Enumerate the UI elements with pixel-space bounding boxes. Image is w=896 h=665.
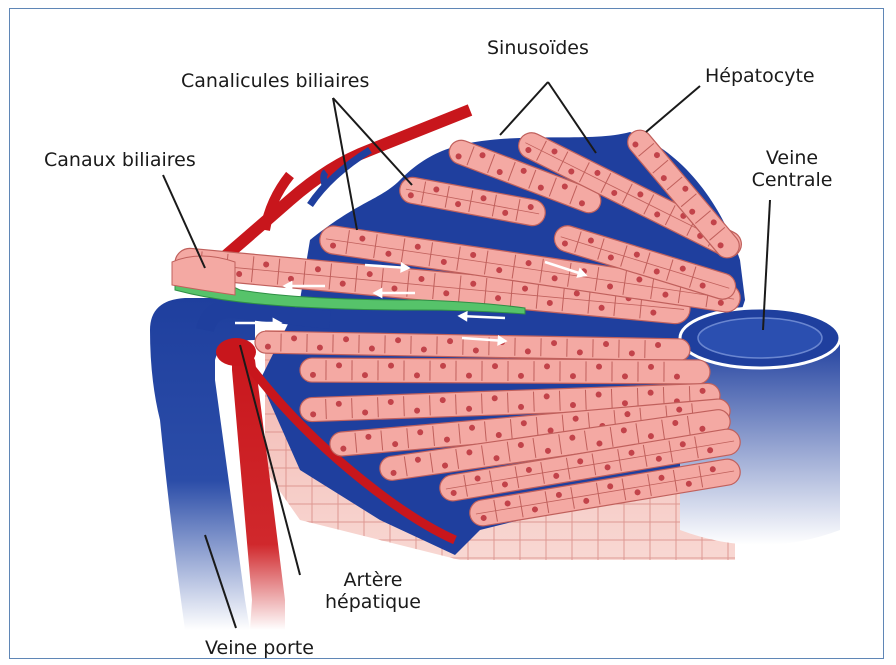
nucleus <box>544 363 550 369</box>
nucleus <box>492 363 498 369</box>
nucleus <box>570 373 576 379</box>
nucleus <box>414 372 420 378</box>
label-hepatocyte: Hépatocyte <box>705 66 815 88</box>
label-canaux-biliaires: Canaux biliaires <box>44 150 196 172</box>
nucleus <box>622 373 628 379</box>
nucleus <box>310 372 316 378</box>
nucleus <box>440 363 446 369</box>
nucleus <box>596 364 602 370</box>
nucleus <box>362 372 368 378</box>
leader-hepatocyte <box>646 86 700 132</box>
leader-sinusoides-left <box>500 82 548 135</box>
nucleus <box>648 364 654 370</box>
label-veine-porte: Veine porte <box>205 638 314 660</box>
hepatocyte-cord <box>300 358 710 384</box>
label-veine-centrale-line2: Centrale <box>742 170 842 192</box>
label-canalicules-biliaires: Canalicules biliaires <box>181 71 369 93</box>
nucleus <box>336 362 342 368</box>
label-veine-centrale-line1: Veine <box>742 148 842 170</box>
label-artere-hepatique: Artère hépatique <box>318 570 428 614</box>
label-veine-centrale: Veine Centrale <box>742 148 842 192</box>
label-artere-line2: hépatique <box>318 592 428 614</box>
nucleus <box>388 363 394 369</box>
label-artere-line1: Artère <box>318 570 428 592</box>
nucleus <box>466 373 472 379</box>
nucleus <box>518 373 524 379</box>
label-sinusoides: Sinusoïdes <box>487 38 589 60</box>
nucleus <box>674 374 680 380</box>
